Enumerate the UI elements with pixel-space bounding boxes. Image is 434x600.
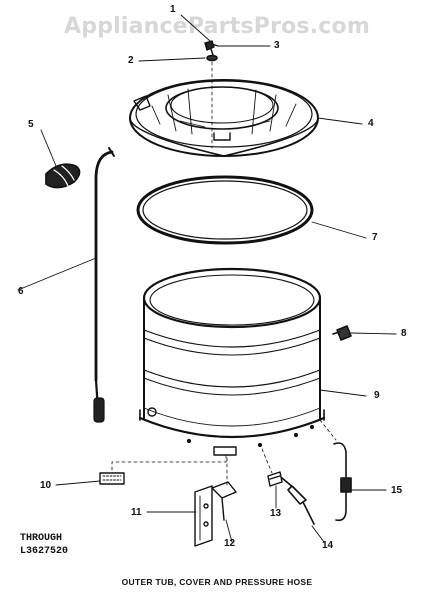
part-hose-clamp bbox=[45, 163, 81, 189]
callout-4: 4 bbox=[368, 118, 374, 129]
note-line-2: L3627520 bbox=[20, 546, 69, 557]
callout-6: 6 bbox=[18, 286, 24, 297]
callout-2: 2 bbox=[128, 55, 134, 66]
watermark: AppliancePartsPros.com bbox=[64, 14, 370, 39]
note-line-1: THROUGH bbox=[20, 533, 63, 544]
part-outer-tub bbox=[138, 267, 326, 456]
callout-7: 7 bbox=[372, 232, 378, 243]
part-gasket bbox=[136, 175, 314, 245]
part-washer bbox=[206, 54, 218, 62]
model-range-note: THROUGH L3627520 bbox=[20, 532, 68, 558]
callout-15: 15 bbox=[391, 485, 403, 496]
part-bracket bbox=[99, 472, 125, 485]
diagram-caption: OUTER TUB, COVER AND PRESSURE HOSE bbox=[121, 577, 313, 587]
callout-11: 11 bbox=[131, 507, 142, 518]
part-mounting-bracket bbox=[194, 481, 237, 547]
part-clip bbox=[204, 40, 219, 56]
part-tub-cover bbox=[129, 79, 319, 157]
callout-13: 13 bbox=[270, 508, 282, 519]
part-plug bbox=[332, 325, 352, 341]
callout-10: 10 bbox=[40, 480, 52, 491]
callout-1: 1 bbox=[170, 4, 176, 15]
connector-lines bbox=[111, 419, 337, 488]
part-strap bbox=[281, 477, 315, 525]
part-pressure-hose bbox=[93, 147, 115, 423]
leader-lines bbox=[17, 14, 397, 543]
part-hose-clip bbox=[267, 471, 283, 487]
callout-9: 9 bbox=[374, 390, 380, 401]
part-spring bbox=[333, 442, 352, 522]
callout-5: 5 bbox=[28, 119, 34, 130]
callout-14: 14 bbox=[322, 540, 334, 551]
callout-8: 8 bbox=[401, 328, 407, 339]
callout-3: 3 bbox=[274, 40, 280, 51]
callout-12: 12 bbox=[224, 538, 236, 549]
